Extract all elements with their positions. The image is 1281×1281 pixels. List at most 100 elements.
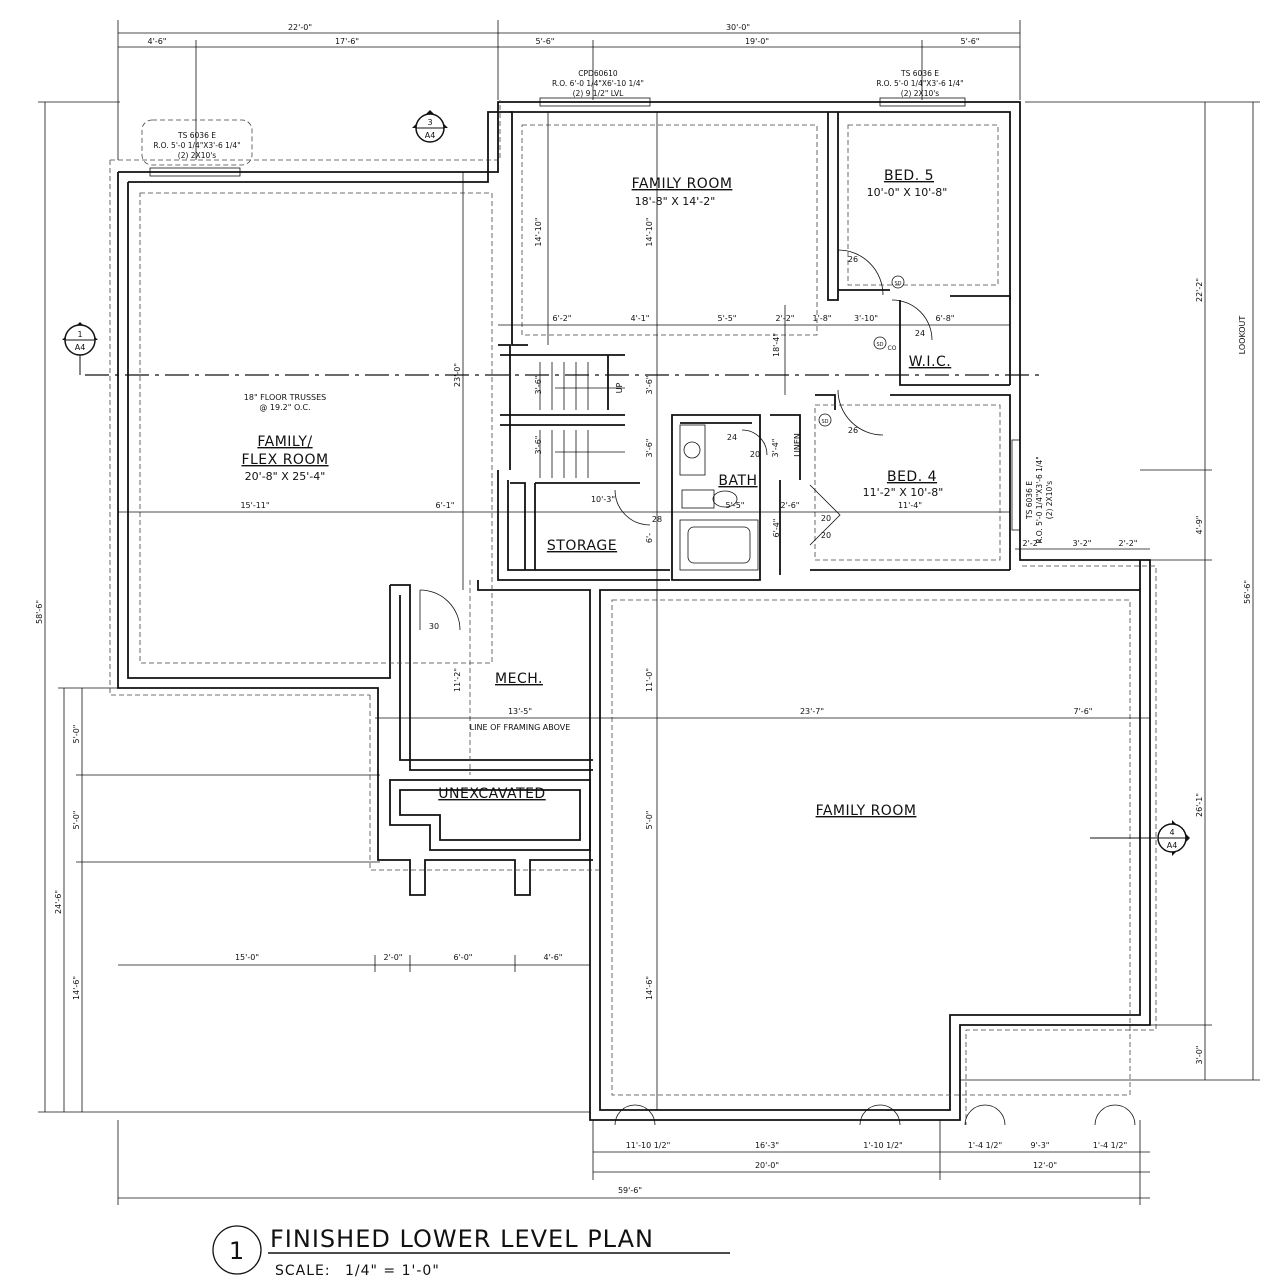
- dim-right-22-2: 22'-2": [1195, 278, 1204, 302]
- room-mech: MECH.: [495, 671, 543, 687]
- window-w1-model: CPD60610: [578, 69, 618, 78]
- room-wic: W.I.C.: [909, 354, 952, 370]
- dim-int-3-4: 3'-4": [771, 439, 780, 458]
- walls: [117, 101, 1151, 1121]
- room-bed4: BED. 4: [887, 469, 937, 485]
- dim-bot-20: 20'-0": [755, 1161, 779, 1170]
- dim-int-4-1: 4'-1": [631, 314, 650, 323]
- dim-bot-1-4a: 1'-4 1/2": [968, 1141, 1002, 1150]
- section-right-sheet: A4: [1167, 841, 1178, 850]
- section-left-num: 1: [77, 330, 82, 339]
- doors: 26 24 26 24 20 20 20 28 30: [419, 249, 1136, 1126]
- dim-bot-59-6: 59'-6": [618, 1186, 642, 1195]
- dim-int-3-6b: 3'-6": [645, 376, 654, 395]
- dim-right-26-1: 26'-1": [1195, 793, 1204, 817]
- dim-int-3-2: 3'-2": [1073, 539, 1092, 548]
- top-dimensions: 22'-0" 30'-0" 4'-6" 17'-6" 5'-6" 19'-0" …: [117, 20, 1021, 160]
- dim-int-10-3: 10'-3": [591, 495, 615, 504]
- door-tag-d3: 26: [848, 426, 858, 435]
- section-marker-right: 4 A4: [1090, 820, 1190, 856]
- dim-top-4-6: 4'-6": [148, 37, 167, 46]
- door-tag-d8: 28: [652, 515, 662, 524]
- dim-int-6-4: 6'-4": [772, 519, 781, 538]
- room-family-main: FAMILY ROOM: [816, 803, 917, 819]
- window-w2-model: TS 6036 E: [177, 131, 216, 140]
- dim-bot-12: 12'-0": [1033, 1161, 1057, 1170]
- bath-fixtures: SD SD SD CO: [679, 275, 905, 571]
- door-tag-d4: 24: [727, 433, 737, 442]
- dim-int-1-8: 1'-8": [813, 314, 832, 323]
- door-tag-d1: 26: [848, 255, 858, 264]
- section-top-sheet: A4: [425, 131, 436, 140]
- title-block: 1 FINISHED LOWER LEVEL PLAN SCALE: 1/4" …: [212, 1225, 730, 1279]
- section-right-num: 4: [1169, 828, 1174, 837]
- dim-top-22: 22'-0": [288, 23, 312, 32]
- dim-bot-11-10: 11'-10 1/2": [626, 1141, 671, 1150]
- room-flex-size: 20'-8" X 25'-4": [245, 470, 326, 483]
- note-trusses-1: 18" FLOOR TRUSSES: [244, 393, 326, 402]
- room-family-top-size: 18'-8" X 14'-2": [635, 195, 716, 208]
- note-trusses-2: @ 19.2" O.C.: [259, 403, 310, 412]
- dim-int-5-5b: 5'-5": [726, 501, 745, 510]
- window-w3-model: TS 6036 E: [900, 69, 939, 78]
- room-family-top: FAMILY ROOM: [632, 176, 733, 192]
- dim-int-6-1: 6'-1": [436, 501, 455, 510]
- room-labels: FAMILY/ FLEX ROOM 20'-8" X 25'-4" 18" FL…: [241, 168, 952, 819]
- dim-int-3-6c: 3'-6": [534, 436, 543, 455]
- co-label: CO: [888, 345, 897, 352]
- dim-int-7-6: 7'-6": [1074, 707, 1093, 716]
- door-tag-d2: 24: [915, 329, 925, 338]
- interior-dimensions: 6'-2" 4'-1" 5'-5" 2'-2" 1'-8" 3'-10" 6'-…: [118, 112, 1150, 1110]
- dim-int-23-7: 23'-7": [800, 707, 824, 716]
- window-w2-ro: R.O. 5'-0 1/4"X3'-6 1/4": [153, 141, 240, 150]
- door-tag-d7: 20: [821, 531, 831, 540]
- room-bed5: BED. 5: [884, 168, 934, 184]
- right-dimensions: 22'-2" 4'-9" 26'-1" 3'-0" 56'-6" LOOKOUT: [960, 101, 1260, 1081]
- room-flex-name-1: FAMILY/: [257, 434, 312, 450]
- dim-int-3-6a: 3'-6": [534, 376, 543, 395]
- dim-int-5: 5'-0": [645, 811, 654, 830]
- dim-top-5-6b: 5'-6": [961, 37, 980, 46]
- sd-label-2: SD: [876, 342, 883, 348]
- dim-int-2-2c: 2'-2": [1119, 539, 1138, 548]
- section-marker-left: 1 A4: [62, 322, 98, 375]
- dim-int-11-4: 11'-4": [898, 501, 922, 510]
- dim-left-58-6: 58'-6": [35, 600, 44, 624]
- left-dimensions: 58'-6" 24'-6" 5'-0" 5'-0" 14'-6": [35, 101, 590, 1113]
- dim-top-5-6a: 5'-6": [536, 37, 555, 46]
- section-marker-top: 3 A4: [412, 110, 448, 143]
- room-unexcavated: UNEXCAVATED: [438, 786, 545, 802]
- room-bed5-size: 10'-0" X 10'-8": [867, 186, 948, 199]
- dim-right-3: 3'-0": [1195, 1046, 1204, 1065]
- dim-top-30: 30'-0": [726, 23, 750, 32]
- dim-int-14-10a: 14'-10": [534, 217, 543, 246]
- smoke-detector-icon: [891, 275, 905, 289]
- smoke-detector-icon: [873, 336, 887, 350]
- window-w2-header: (2) 2X10's: [178, 151, 217, 160]
- section-left-sheet: A4: [75, 343, 86, 352]
- door-tag-d6: 20: [821, 514, 831, 523]
- dim-int-2-6: 2'-6": [781, 501, 800, 510]
- dim-right-4-9: 4'-9": [1195, 516, 1204, 535]
- scale-label: SCALE:: [275, 1263, 331, 1279]
- drawing-number: 1: [229, 1237, 245, 1265]
- dim-int-18-4: 18'-4": [772, 333, 781, 357]
- dim-int-3-10: 3'-10": [854, 314, 878, 323]
- stairs: UP: [539, 362, 625, 478]
- dim-top-19: 19'-0": [745, 37, 769, 46]
- dim-int-3-6d: 3'-6": [645, 439, 654, 458]
- dim-left-5a: 5'-0": [72, 725, 81, 744]
- dim-int-5-5: 5'-5": [718, 314, 737, 323]
- sd-label-1: SD: [894, 281, 901, 287]
- room-flex-name-2: FLEX ROOM: [241, 452, 328, 468]
- dim-int-23: 23'-0": [453, 363, 462, 387]
- note-framing: LINE OF FRAMING ABOVE: [470, 723, 571, 732]
- window-w1-header: (2) 9 1/2" LVL: [573, 89, 625, 98]
- room-linen: LINEN: [793, 433, 802, 457]
- window-w1-ro: R.O. 6'-0 1/4"X6'-10 1/4": [552, 79, 644, 88]
- dim-left-14-6: 14'-6": [72, 976, 81, 1000]
- drawing-title: FINISHED LOWER LEVEL PLAN: [270, 1225, 654, 1253]
- dim-bot-1-4b: 1'-4 1/2": [1093, 1141, 1127, 1150]
- room-bath: BATH: [718, 473, 757, 489]
